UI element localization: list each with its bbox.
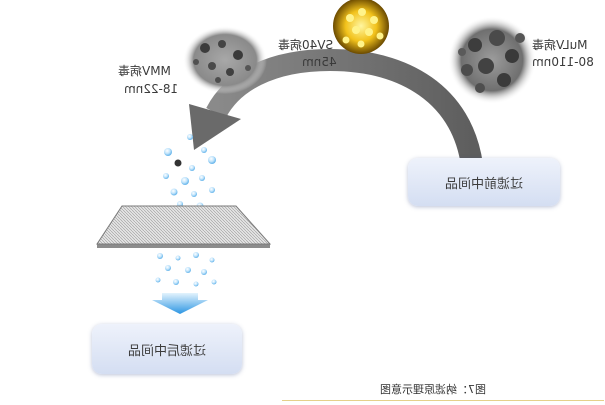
caption-underline [282, 400, 604, 401]
mulv-name: MuLV病毒 [532, 38, 588, 52]
figure-caption-text: 图7：纳滤原理示意图 [380, 383, 486, 396]
before-filtration-box: 过滤前中间品 [408, 158, 560, 206]
mulv-virus-image [448, 16, 536, 104]
mmv-size-label: 18-22nm [124, 82, 178, 96]
after-filtration-box: 过滤后中间品 [92, 324, 242, 374]
mmv-virus-image [183, 26, 267, 94]
particles-above-filter [163, 134, 216, 213]
arc-arrowhead [189, 104, 241, 150]
mmv-size: 18-22nm [124, 82, 179, 96]
mmv-name: MMV病毒 [118, 64, 171, 78]
sv40-size-label: 45nm [302, 55, 337, 69]
before-filtration-label: 过滤前中间品 [444, 176, 523, 192]
filter-membrane [96, 205, 272, 248]
particles-below-filter [155, 252, 217, 287]
after-filtration-label: 过滤后中间品 [127, 343, 206, 359]
mulv-size: 80-110nm [532, 55, 594, 69]
mulv-size-label: 80-110nm [532, 55, 594, 69]
mulv-label: MuLV病毒 [532, 38, 588, 52]
figure-caption: 图7：纳滤原理示意图 [380, 381, 486, 397]
mmv-label: MMV病毒 [118, 64, 171, 78]
sv40-size: 45nm [302, 55, 337, 69]
sv40-name: SV40病毒 [278, 38, 334, 52]
sv40-label: SV40病毒 [278, 38, 333, 52]
sv40-virus-image [333, 0, 389, 54]
flow-down-arrow [152, 293, 208, 314]
